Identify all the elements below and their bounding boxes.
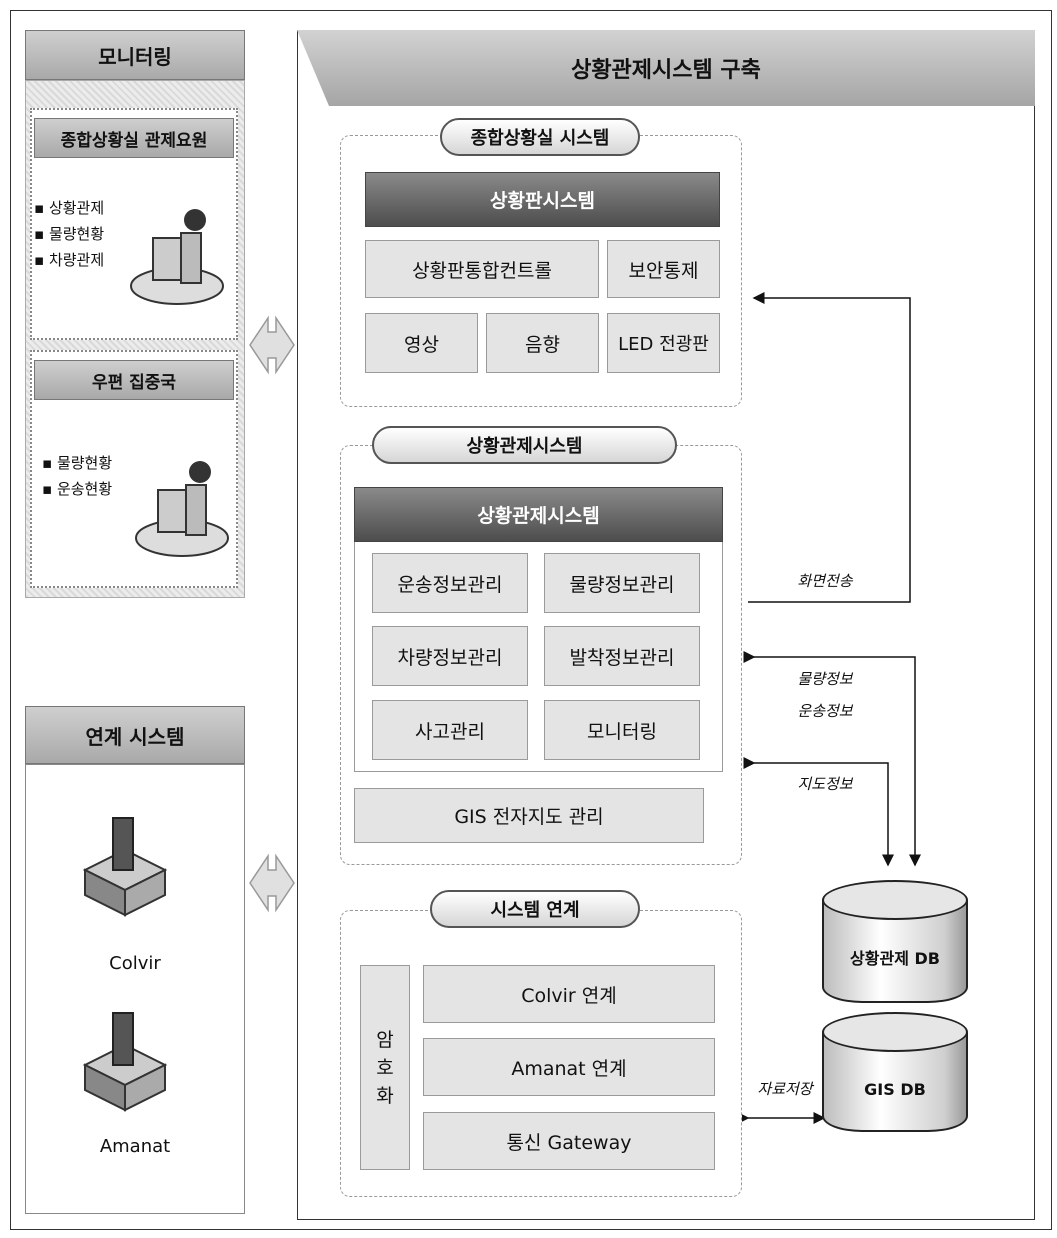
audio-box: 음향	[486, 313, 599, 373]
list-item: ▪ 운송현황	[42, 480, 113, 498]
diagram-frame	[10, 10, 1052, 1230]
encryption-box: 암 호 화	[360, 965, 410, 1170]
banner-shape	[297, 30, 1035, 106]
screen-transfer-label: 화면전송	[797, 572, 853, 590]
linked-systems-panel	[25, 764, 245, 1214]
server-building-icon	[82, 1012, 168, 1112]
list-item: ▪ 물량현황	[42, 454, 113, 472]
data-store-label: 자료저장	[757, 1080, 813, 1098]
linked-systems-title: 연계 시스템	[25, 706, 245, 764]
db-top	[822, 1012, 968, 1052]
banner-title: 상황관제시스템 구축	[571, 58, 761, 83]
board-system-header: 상황판시스템	[365, 172, 720, 227]
control-room-items: ▪ 상황관제 ▪ 물량현황 ▪ 차량관제	[34, 195, 144, 273]
server-building-icon	[82, 817, 168, 917]
transport-info-box: 운송정보관리	[372, 553, 528, 613]
led-board-box: LED 전광판	[607, 313, 720, 373]
amanat-link-box: Amanat 연계	[423, 1038, 715, 1096]
vehicle-info-box: 차량정보관리	[372, 626, 528, 686]
list-item: ▪ 상황관제	[34, 199, 105, 217]
mail-center-items: ▪ 물량현황 ▪ 운송현황	[42, 450, 152, 502]
operator-workstation-icon	[135, 461, 229, 557]
control-room-title: 종합상황실 관제요원	[34, 118, 234, 158]
connector-arrows	[743, 292, 921, 867]
double-arrow-icon	[249, 315, 295, 375]
gateway-box: 통신 Gateway	[423, 1112, 715, 1170]
volume-info-label: 물량정보	[797, 670, 853, 688]
monitoring-title: 모니터링	[25, 30, 245, 80]
double-arrow-icon	[249, 853, 295, 913]
operator-workstation-icon	[130, 209, 224, 305]
store-arrow	[742, 1112, 826, 1124]
control-system-header: 상황관제시스템	[354, 487, 723, 542]
security-box: 보안통제	[607, 240, 720, 298]
video-box: 영상	[365, 313, 478, 373]
control-system-pill: 상황관제시스템	[372, 426, 677, 464]
volume-info-box: 물량정보관리	[544, 553, 700, 613]
colvir-label: Colvir	[109, 953, 161, 974]
amanat-label: Amanat	[99, 1136, 171, 1157]
accident-box: 사고관리	[372, 700, 528, 760]
list-item: ▪ 차량관제	[34, 251, 105, 269]
board-control-box: 상황판통합컨트롤	[365, 240, 599, 298]
map-info-label: 지도정보	[797, 775, 853, 793]
gis-map-box: GIS 전자지도 관리	[354, 788, 704, 843]
system-link-pill: 시스템 연계	[430, 890, 640, 928]
dispatch-info-box: 발착정보관리	[544, 626, 700, 686]
situation-room-pill: 종합상황실 시스템	[440, 118, 640, 156]
monitoring-box: 모니터링	[544, 700, 700, 760]
list-item: ▪ 물량현황	[34, 225, 105, 243]
transport-info-label: 운송정보	[797, 702, 853, 720]
db-top	[822, 880, 968, 920]
colvir-link-box: Colvir 연계	[423, 965, 715, 1023]
mail-center-title: 우편 집중국	[34, 360, 234, 400]
